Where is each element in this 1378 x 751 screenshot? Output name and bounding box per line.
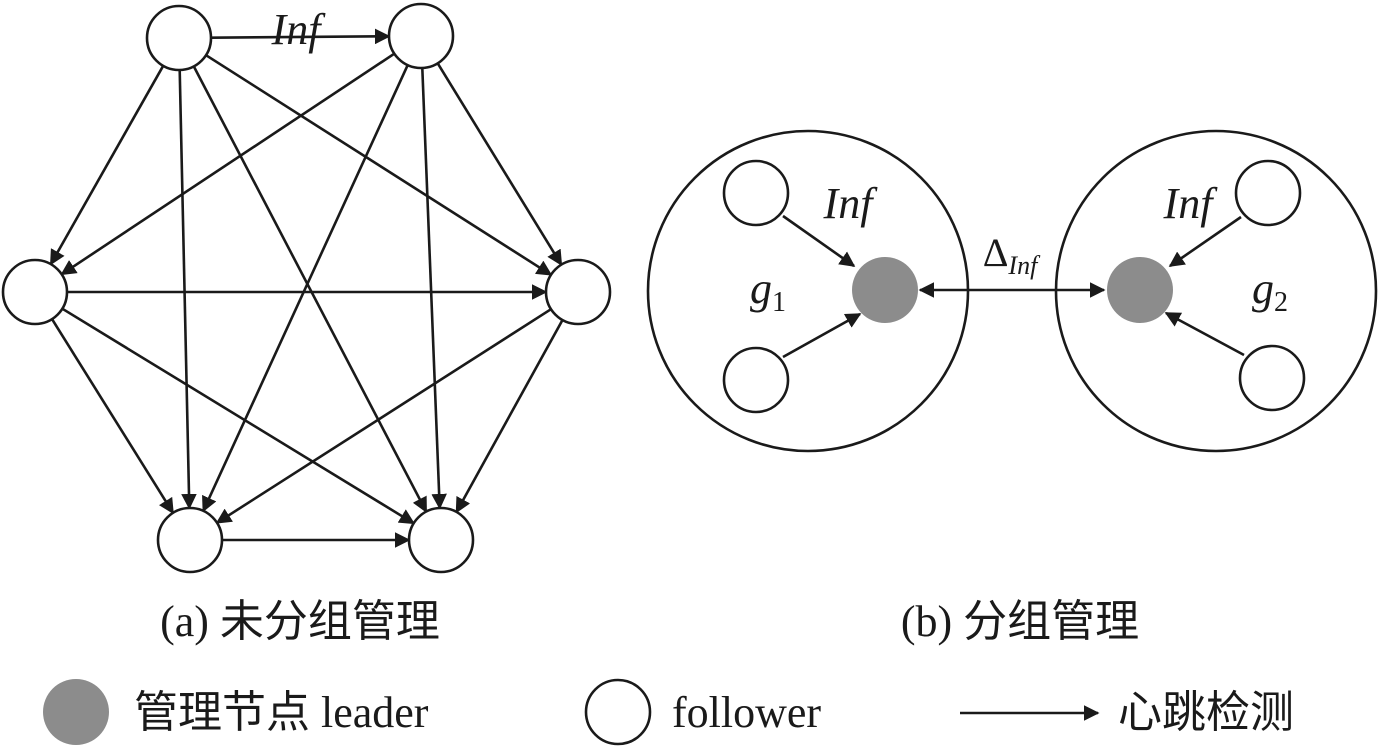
legend-heartbeat-label: 心跳检测 bbox=[1118, 688, 1294, 737]
group-1-label: g1 bbox=[750, 264, 786, 318]
group-1-inf-label: Inf bbox=[823, 179, 879, 228]
mesh-edges bbox=[49, 28, 564, 548]
legend: 管理节点 leader follower 心跳检测 bbox=[43, 678, 1294, 746]
delta-symbol: Δ bbox=[983, 230, 1009, 275]
mesh-edge-top-left-to-bottom-left bbox=[178, 69, 197, 510]
mesh-node-bottom-left bbox=[156, 506, 224, 574]
group-2-leader bbox=[1107, 257, 1173, 323]
group-1-label-sub: 1 bbox=[772, 287, 786, 318]
mesh-edge-right-to-bottom-right bbox=[455, 319, 564, 514]
panel-b-grouped: Inf g1 Inf g2 ΔInf (b) 分组管理 bbox=[646, 129, 1378, 646]
delta-inf-label: ΔInf bbox=[983, 230, 1041, 280]
panel-a-ungrouped: Inf (a) 未分组管理 bbox=[1, 2, 612, 646]
mesh-edge-label: Inf bbox=[271, 5, 327, 54]
group-2-label: g2 bbox=[1252, 264, 1288, 318]
mesh-edge-top-left-to-bottom-right bbox=[192, 65, 428, 513]
mesh-node-right bbox=[544, 258, 612, 326]
mesh-node-bottom-right bbox=[407, 506, 475, 574]
group-1-heartbeat-bottom bbox=[782, 312, 862, 359]
mesh-edge-top-right-to-bottom-left bbox=[202, 64, 409, 513]
mesh-edge-top-right-to-bottom-right bbox=[421, 67, 447, 510]
mesh-edge-left-to-bottom-right bbox=[61, 307, 416, 525]
mesh-nodes bbox=[1, 2, 612, 574]
legend-leader-label: 管理节点 leader bbox=[134, 688, 429, 737]
mesh-edge-top-left-to-top-right bbox=[210, 28, 391, 45]
caption-b: (b) 分组管理 bbox=[901, 597, 1139, 646]
mesh-node-left bbox=[1, 258, 69, 326]
group-2-label-sub: 2 bbox=[1274, 287, 1288, 318]
legend-follower-swatch bbox=[584, 678, 652, 746]
group-1-label-base: g bbox=[750, 264, 772, 313]
group-1-leader bbox=[852, 257, 918, 323]
mesh-edge-right-to-bottom-left bbox=[215, 308, 552, 524]
group-2-heartbeat-bottom bbox=[1164, 311, 1245, 357]
legend-leader-swatch bbox=[43, 679, 109, 745]
group-2-heartbeat-top bbox=[1168, 215, 1242, 268]
mesh-node-top-left bbox=[145, 4, 213, 72]
legend-follower-label: follower bbox=[672, 688, 821, 737]
mesh-edge-left-to-bottom-left bbox=[50, 318, 175, 515]
group-2-follower-top bbox=[1234, 159, 1302, 227]
group-2-inf-label: Inf bbox=[1163, 179, 1219, 228]
mesh-edge-top-left-to-right bbox=[205, 54, 553, 276]
caption-a: (a) 未分组管理 bbox=[160, 597, 440, 646]
mesh-edge-top-right-to-left bbox=[60, 52, 396, 276]
mesh-node-top-right bbox=[387, 2, 455, 70]
mesh-edge-top-right-to-right bbox=[436, 62, 563, 267]
group-2-label-base: g bbox=[1252, 264, 1274, 313]
delta-sub: Inf bbox=[1007, 251, 1041, 280]
group-1-follower-bottom bbox=[722, 346, 790, 414]
group-2-follower-bottom bbox=[1238, 344, 1306, 412]
group-1-heartbeat-top bbox=[782, 214, 856, 268]
mesh-edge-top-left-to-left bbox=[49, 65, 165, 266]
group-1-follower-top bbox=[722, 159, 790, 227]
